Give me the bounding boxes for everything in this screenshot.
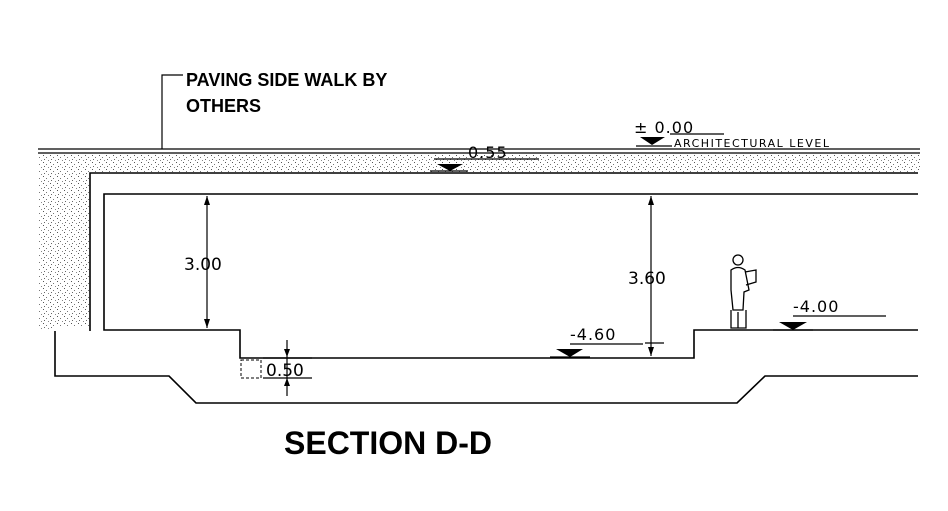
- step-detail: [240, 359, 262, 379]
- level-0-55-label: 0.55: [468, 143, 508, 162]
- soil-hatch: [38, 154, 920, 330]
- note-leader: [161, 74, 183, 149]
- level-4-00-label: -4.00: [793, 297, 839, 316]
- section-title: SECTION D-D: [284, 425, 492, 461]
- level-marker-zero: ± 0.00 ARCHITECTURAL LEVEL: [634, 118, 830, 150]
- architectural-level-label: ARCHITECTURAL LEVEL: [674, 137, 830, 150]
- dimension-3-60: 3.60: [628, 196, 666, 356]
- inner-soffit: [103, 193, 918, 359]
- dimension-3-00: 3.00: [184, 196, 222, 328]
- dimension-0-50: 0.50: [263, 340, 312, 396]
- dimension-3-00-label: 3.00: [184, 255, 222, 275]
- base-slab: [54, 331, 918, 404]
- dimension-3-60-label: 3.60: [628, 269, 666, 289]
- level-4-60-label: -4.60: [570, 325, 616, 344]
- level-marker-0-55: 0.55: [430, 143, 539, 172]
- outer-wall: [89, 172, 918, 331]
- dimension-0-50-label: 0.50: [266, 361, 304, 381]
- level-marker-4-00: -4.00: [773, 297, 886, 331]
- paving-note-line2: OTHERS: [186, 96, 261, 116]
- level-zero-label: ± 0.00: [634, 118, 694, 137]
- paving-note-line1: PAVING SIDE WALK BY: [186, 70, 387, 90]
- human-figure-icon: [730, 254, 757, 329]
- level-marker-4-60: -4.60: [550, 325, 643, 358]
